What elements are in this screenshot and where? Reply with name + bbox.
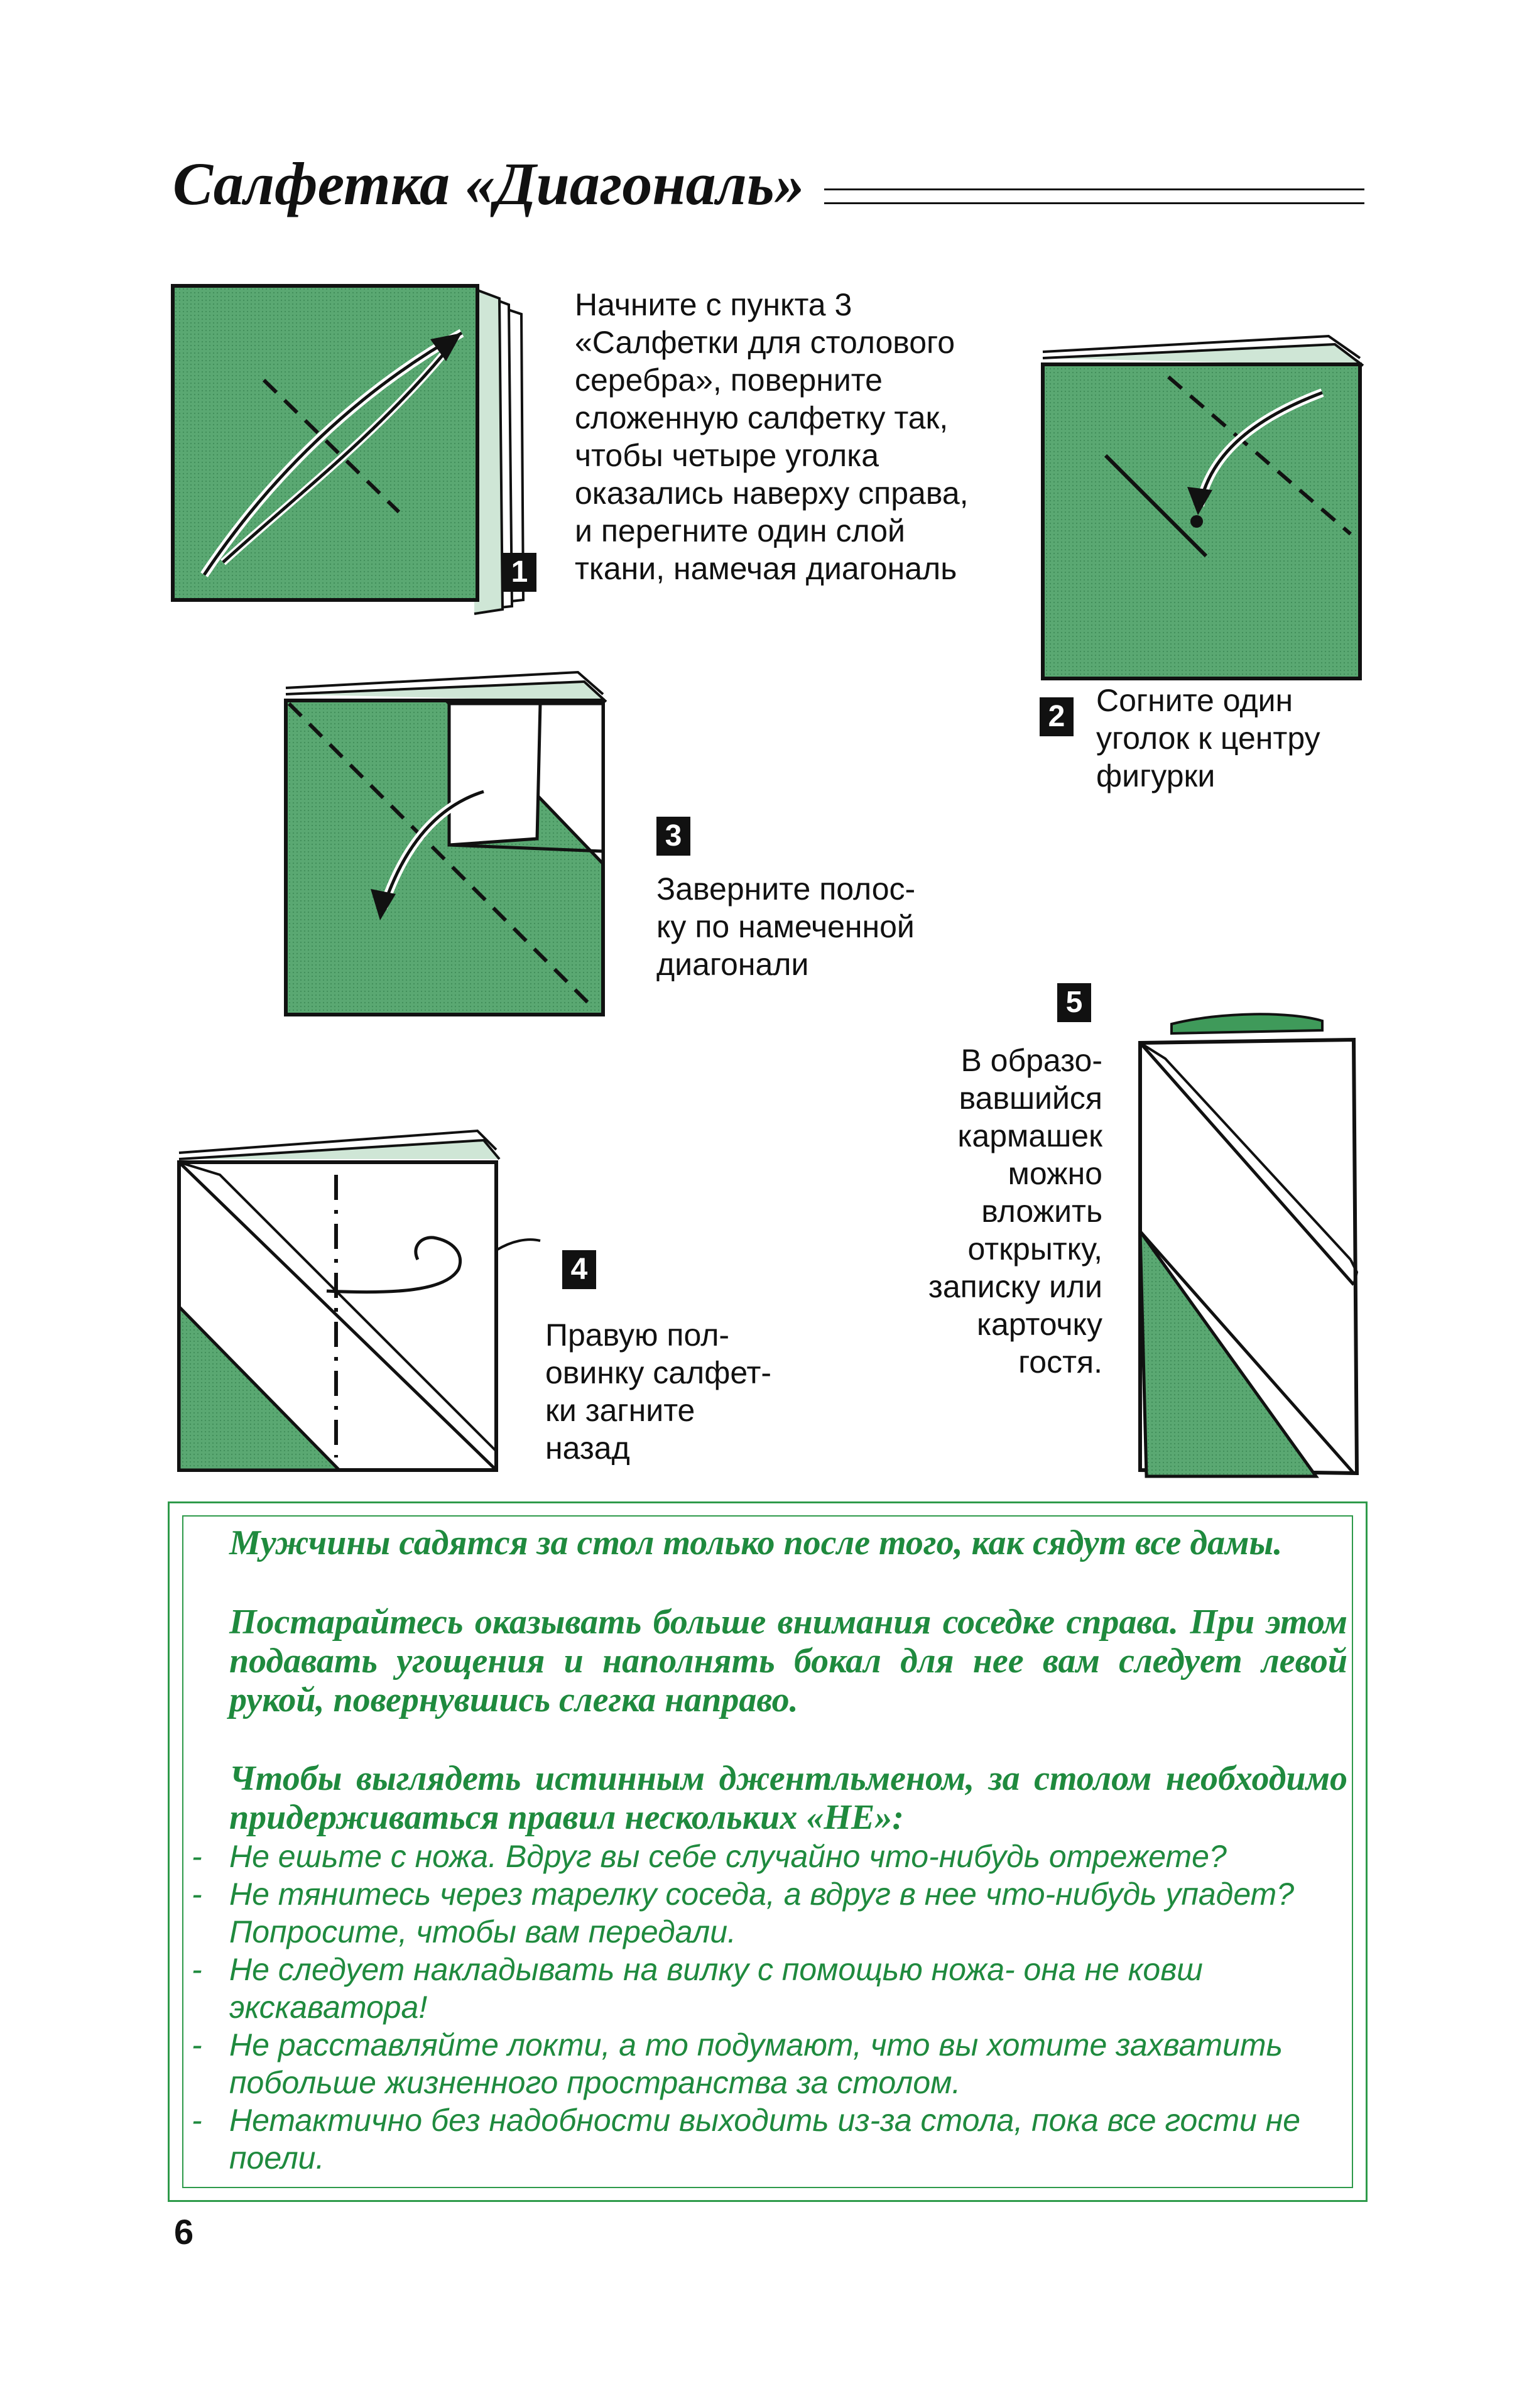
- tip-paragraph-2: Постарайтесь оказывать больше внимания с…: [229, 1603, 1347, 1719]
- step-3-illustration: [284, 670, 607, 1016]
- step-3-text: Заверните полос- ку по намеченной диагон…: [656, 870, 1008, 983]
- step-2-line: фигурки: [1096, 758, 1216, 793]
- rule-text: Не расставляйте локти, а то подумают, чт…: [229, 2027, 1283, 2100]
- list-item: -Не ешьте с ножа. Вдруг вы себе случайно…: [192, 1838, 1347, 1875]
- step-1-illustration: [171, 284, 525, 615]
- step-1-line: серебра», поверните: [575, 362, 883, 398]
- title-rule-top: [824, 188, 1364, 190]
- step-1-line: и перегните один слой: [575, 513, 905, 548]
- step-3-line: ку по намеченной: [656, 909, 915, 944]
- etiquette-box-inner-border: [182, 1515, 1353, 2188]
- step-2-line: Согните один: [1096, 683, 1293, 718]
- step-1-text: Начните с пункта 3 «Салфетки для столово…: [575, 286, 1046, 587]
- step-3-line: Заверните полос-: [656, 871, 916, 907]
- rule-text: Не следует накладывать на вилку с помощь…: [229, 1952, 1203, 2025]
- step-1-line: оказались наверху справа,: [575, 476, 969, 511]
- step-1-line: «Салфетки для столового: [575, 325, 955, 360]
- list-item: -Нетактично без надобности выходить из-з…: [192, 2101, 1347, 2177]
- step-1-line: чтобы четыре уголка: [575, 438, 879, 473]
- step-5-line: карточку: [976, 1307, 1102, 1342]
- list-item: -Не тянитесь через тарелку соседа, а вдр…: [192, 1875, 1347, 1951]
- bullet-dash: -: [192, 1952, 202, 1987]
- step-1-number: 1: [503, 553, 536, 592]
- tip-paragraph-1: Мужчины садятся за стол только после тог…: [229, 1523, 1283, 1562]
- etiquette-rules-list: -Не ешьте с ножа. Вдруг вы себе случайно…: [192, 1838, 1347, 2177]
- step-4-line: овинку салфет-: [545, 1355, 772, 1390]
- list-item: -Не расставляйте локти, а то подумают, ч…: [192, 2026, 1347, 2101]
- step-5-line: записку или: [928, 1269, 1102, 1304]
- step-4-illustration: [177, 1129, 541, 1472]
- step-1-line: сложенную салфетку так,: [575, 400, 949, 435]
- step-1-line: Начните с пункта 3: [575, 287, 852, 322]
- step-5-line: вавшийся: [959, 1081, 1102, 1116]
- tip-paragraph-3: Чтобы выглядеть истинным джентльменом, з…: [229, 1759, 1347, 1837]
- step-3-line: диагонали: [656, 947, 809, 982]
- step-3-number: 3: [656, 817, 690, 856]
- bullet-dash: -: [192, 2103, 202, 2138]
- step-5-text: В образо- вавшийся кармашек можно вложит…: [848, 1042, 1102, 1381]
- step-4-text: Правую пол- овинку салфет- ки загните на…: [545, 1316, 809, 1467]
- step-5-illustration: [1138, 1013, 1359, 1478]
- step-5-line: кармашек: [957, 1118, 1102, 1153]
- list-item: -Не следует накладывать на вилку с помощ…: [192, 1951, 1347, 2026]
- step-2-number: 2: [1040, 697, 1074, 736]
- step-5-line: В образо-: [960, 1043, 1102, 1078]
- rule-text: Не ешьте с ножа. Вдруг вы себе случайно …: [229, 1839, 1227, 1874]
- step-1-line: ткани, намечая диагональ: [575, 551, 957, 586]
- step-2-text: Согните один уголок к центру фигурки: [1096, 682, 1360, 795]
- rule-text: Нетактично без надобности выходить из-за…: [229, 2103, 1301, 2176]
- bullet-dash: -: [192, 1877, 202, 1912]
- bullet-dash: -: [192, 1839, 202, 1874]
- step-4-line: ки загните: [545, 1393, 695, 1428]
- step-5-line: вложить: [981, 1194, 1102, 1229]
- step-4-line: Правую пол-: [545, 1317, 730, 1353]
- rule-text: Не тянитесь через тарелку соседа, а вдру…: [229, 1877, 1295, 1949]
- step-2-illustration: [1041, 334, 1364, 680]
- step-4-number: 4: [562, 1250, 596, 1289]
- title-rule-bottom: [824, 202, 1364, 204]
- bullet-dash: -: [192, 2027, 202, 2062]
- step-5-line: можно: [1008, 1156, 1103, 1191]
- page-title: Салфетка «Диагональ»: [173, 150, 805, 217]
- step-2-line: уголок к центру: [1096, 721, 1320, 756]
- step-5-line: открытку,: [967, 1231, 1102, 1267]
- step-5-number: 5: [1057, 983, 1091, 1022]
- step-5-line: гостя.: [1018, 1344, 1102, 1380]
- page-number: 6: [174, 2212, 194, 2252]
- etiquette-box-outer-border: [168, 1501, 1368, 2202]
- step-4-line: назад: [545, 1430, 630, 1466]
